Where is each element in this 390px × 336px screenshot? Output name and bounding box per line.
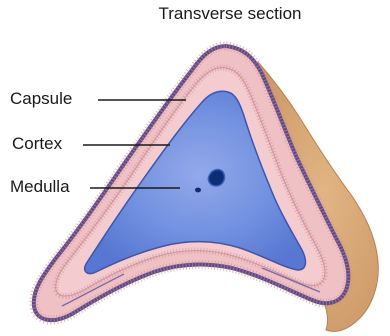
- medulla-label: Medulla: [10, 177, 70, 197]
- small-vessel: [195, 188, 201, 193]
- capsule-label: Capsule: [10, 89, 72, 109]
- central-vein: [208, 170, 224, 187]
- cortex-label: Cortex: [12, 134, 62, 154]
- diagram-title: Transverse section: [0, 4, 390, 24]
